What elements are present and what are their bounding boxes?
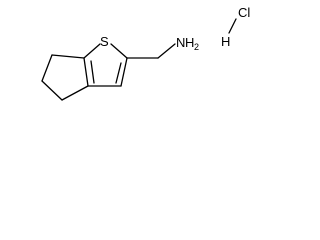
aminomethyl-group bbox=[126, 43, 176, 59]
bond-h-cl bbox=[228, 18, 237, 34]
amine-nitrogen-label: N bbox=[176, 35, 185, 50]
cyclopentane-ring bbox=[41, 54, 89, 101]
bond-c4-c3a bbox=[61, 85, 89, 101]
bond-c2-c3-inner bbox=[115, 62, 122, 84]
hcl-chlorine-label: Cl bbox=[238, 5, 250, 20]
hcl-hydrogen-label: H bbox=[221, 34, 230, 49]
bond-c6-c5 bbox=[41, 54, 53, 82]
structure-canvas: S N H 2 Cl H bbox=[41, 5, 250, 101]
amine-hydrogen-label: H bbox=[185, 35, 194, 50]
hydrochloride: Cl H bbox=[221, 5, 250, 49]
bond-c6a-c6 bbox=[51, 54, 85, 59]
bond-c2-c3 bbox=[120, 57, 128, 87]
bond-c5-c4 bbox=[41, 80, 63, 101]
amine-hydrogen-count: 2 bbox=[194, 42, 199, 52]
bond-c3a-c6a-inner bbox=[90, 60, 95, 84]
bond-ch2-n bbox=[157, 43, 176, 59]
sulfur-atom-label: S bbox=[100, 34, 109, 49]
bond-c6a-s bbox=[83, 43, 101, 59]
bond-s-c2 bbox=[110, 43, 128, 59]
bond-c3a-c6a bbox=[83, 57, 89, 87]
thiophene-ring bbox=[83, 43, 128, 87]
